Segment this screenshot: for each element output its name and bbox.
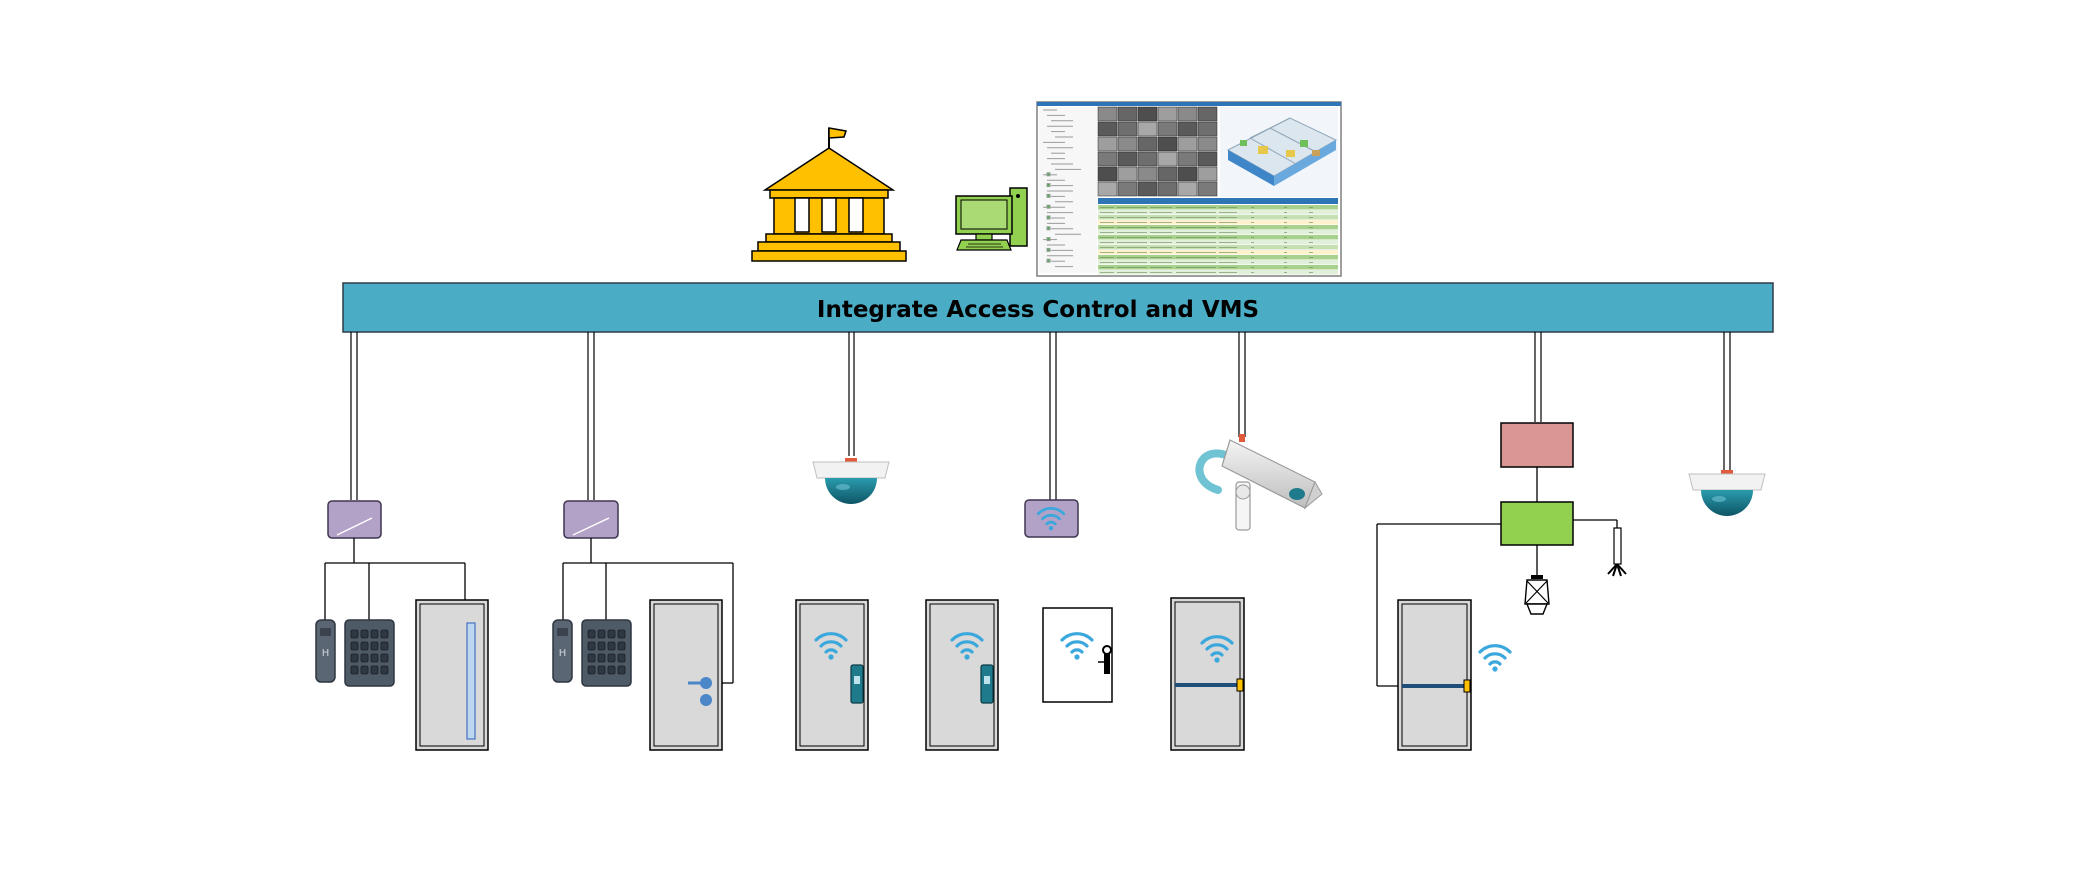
wiring-group-1 bbox=[324, 538, 466, 620]
wiring-group-2 bbox=[562, 538, 734, 684]
bank-building-icon bbox=[751, 127, 907, 262]
wireless-access-hub bbox=[1024, 499, 1079, 538]
door-icon bbox=[415, 599, 489, 751]
dome-camera-icon bbox=[812, 457, 890, 505]
svg-text:H: H bbox=[559, 648, 567, 659]
bus-title: Integrate Access Control and VMS bbox=[817, 297, 1259, 323]
door-icon bbox=[1397, 599, 1472, 751]
vms-software-screenshot bbox=[1036, 101, 1342, 277]
wireless-door-3 bbox=[1170, 597, 1245, 751]
keypad-icon bbox=[581, 619, 632, 687]
wireless-door-1 bbox=[795, 599, 869, 751]
card-reader-icon: H bbox=[552, 619, 573, 683]
wireless-door-2 bbox=[925, 599, 999, 751]
wiring-group-io bbox=[1376, 519, 1618, 687]
door-icon bbox=[649, 599, 723, 751]
bus-bar-background bbox=[342, 282, 1774, 333]
card-reader-icon: H bbox=[315, 619, 336, 683]
access-controller-1 bbox=[327, 500, 382, 539]
bullet-camera-icon bbox=[1195, 434, 1323, 531]
key-cabinet-icon bbox=[1042, 607, 1113, 703]
network-bus-bar: Integrate Access Control and VMS bbox=[342, 282, 1774, 333]
drop-cables bbox=[350, 332, 1731, 500]
wireless-lock-icon bbox=[980, 664, 994, 704]
siren-icon bbox=[1524, 575, 1550, 615]
io-module-icon bbox=[1500, 501, 1574, 546]
wireless-lock-icon bbox=[850, 664, 864, 704]
dome-camera-icon bbox=[1688, 469, 1766, 517]
relay-module-icon bbox=[1500, 422, 1574, 468]
keypad-icon bbox=[344, 619, 395, 687]
svg-text:H: H bbox=[322, 648, 330, 659]
access-controller-2 bbox=[563, 500, 619, 539]
wifi-icon bbox=[1478, 644, 1512, 674]
computer-workstation-icon bbox=[955, 187, 1028, 251]
sensor-icon bbox=[1607, 527, 1627, 577]
